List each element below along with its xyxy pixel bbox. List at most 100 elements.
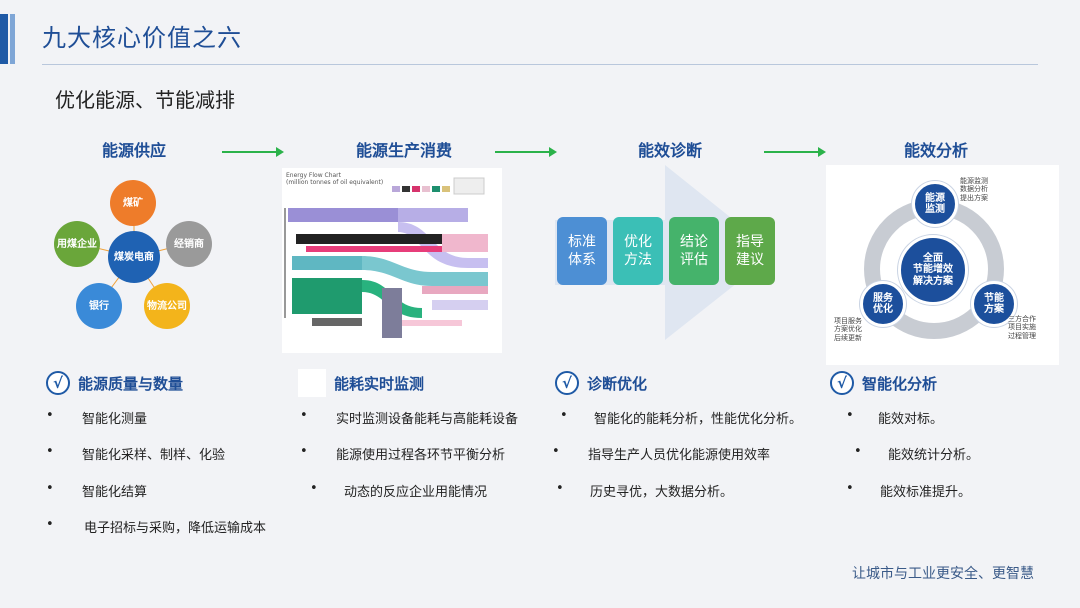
node-line: 节能 <box>984 292 1004 304</box>
node-line: 解决方案 <box>913 275 953 287</box>
energy-supply-diagram: 煤炭电商 煤矿 经销商 物流公司 银行 用煤企业 <box>50 175 220 335</box>
diagnosis-box-advice: 指导建议 <box>725 217 775 285</box>
bullet-icon: • <box>46 408 54 423</box>
supply-node-coal-enterprise: 用煤企业 <box>54 221 100 267</box>
feature-item: 能源使用过程各环节平衡分析 <box>336 448 506 463</box>
feature-title: 诊断优化 <box>587 374 648 393</box>
bullet-icon: • <box>560 408 568 423</box>
analysis-note-top: 能源监测 数据分析 提出方案 <box>960 177 988 202</box>
node-line: 服务 <box>873 292 893 304</box>
note-line: 能源监测 <box>960 177 988 185</box>
analysis-note-right: 三方合作 项目实施 过程管理 <box>1008 315 1036 340</box>
node-line: 全面 <box>923 252 943 264</box>
feature-item: 智能化结算 <box>82 485 148 500</box>
arrow-right-icon <box>495 147 557 157</box>
analysis-node-plan: 节能方案 <box>971 281 1017 327</box>
feature-item: 能效对标。 <box>878 412 944 427</box>
analysis-center-node: 全面节能增效解决方案 <box>898 235 968 305</box>
energy-flow-chart-image: Energy Flow Chart (million tonnes of oil… <box>282 168 502 353</box>
diagnosis-box-optimize: 优化方法 <box>613 217 663 285</box>
bullet-icon: • <box>300 408 308 423</box>
analysis-note-left: 项目服务 方案优化 后续更新 <box>834 317 862 342</box>
arrow-right-icon <box>764 147 826 157</box>
flow-chart-unit: (million tonnes of oil equivalent) <box>286 179 384 187</box>
box-line: 优化 <box>624 233 652 250</box>
big-arrow-graphic <box>555 165 775 340</box>
note-line: 项目实施 <box>1008 323 1036 332</box>
energy-diagnosis-diagram: 标准体系 优化方法 结论评估 指导建议 <box>555 165 775 340</box>
supply-node-bank: 银行 <box>76 283 122 329</box>
feature-item: 能效统计分析。 <box>888 448 980 463</box>
supply-node-coal-mine: 煤矿 <box>110 180 156 226</box>
feature-item: 智能化采样、制样、化验 <box>82 448 226 463</box>
box-line: 标准 <box>568 233 596 250</box>
note-line: 后续更新 <box>834 333 862 342</box>
node-line: 能源 <box>925 192 945 204</box>
bullet-icon: • <box>846 481 854 496</box>
note-line: 三方合作 <box>1008 315 1036 323</box>
node-line: 优化 <box>873 304 893 315</box>
feature-item: 智能化的能耗分析，性能优化分析。 <box>594 412 803 427</box>
supply-center-node: 煤炭电商 <box>108 231 160 283</box>
stage-heading-production: 能源生产消费 <box>355 141 452 160</box>
check-icon: √ <box>46 371 70 395</box>
box-line: 指导 <box>736 233 764 250</box>
feature-heading-quality: √ 能源质量与数量 <box>46 371 183 395</box>
box-line: 评估 <box>680 252 708 268</box>
check-icon: √ <box>555 371 579 395</box>
feature-item: 电子招标与采购，降低运输成本 <box>84 521 267 536</box>
title-divider <box>42 64 1038 65</box>
note-line: 提出方案 <box>960 193 988 202</box>
energy-analysis-diagram: 全面节能增效解决方案 能源监测 节能方案 服务优化 能源监测 数据分析 提出方案… <box>826 165 1059 365</box>
note-line: 数据分析 <box>960 185 988 194</box>
check-icon: √ <box>830 371 854 395</box>
supply-node-dealer: 经销商 <box>166 221 212 267</box>
stage-heading-supply: 能源供应 <box>101 141 166 160</box>
analysis-node-service: 服务优化 <box>860 281 906 327</box>
feature-title: 智能化分析 <box>862 374 938 393</box>
node-line: 监测 <box>925 204 945 215</box>
box-line: 结论 <box>680 233 708 250</box>
box-line: 方法 <box>624 252 652 268</box>
bullet-icon: • <box>46 444 54 459</box>
sankey-graphic <box>284 177 488 338</box>
feature-item: 指导生产人员优化能源使用效率 <box>588 448 771 463</box>
supply-node-logistics: 物流公司 <box>144 283 190 329</box>
flow-chart-caption: Energy Flow Chart (million tonnes of oil… <box>286 172 383 186</box>
feature-title: 能耗实时监测 <box>334 374 425 393</box>
note-line: 过程管理 <box>1008 331 1036 340</box>
bullet-icon: • <box>46 517 54 532</box>
page-subtitle: 优化能源、节能减排 <box>55 88 235 112</box>
bullet-icon: • <box>556 481 564 496</box>
box-line: 体系 <box>568 252 596 268</box>
feature-item: 动态的反应企业用能情况 <box>344 485 488 500</box>
stage-heading-analysis: 能效分析 <box>903 141 968 160</box>
arrow-right-icon <box>222 147 284 157</box>
diagnosis-box-standard: 标准体系 <box>557 217 607 285</box>
bullet-icon: • <box>46 481 54 496</box>
stage-heading-diagnosis: 能效诊断 <box>637 141 702 160</box>
feature-heading-analysis: √ 智能化分析 <box>830 371 937 395</box>
bullet-icon: • <box>552 444 560 459</box>
note-line: 项目服务 <box>834 317 862 325</box>
node-line: 节能增效 <box>913 264 953 276</box>
title-accent-bar <box>0 14 18 64</box>
feature-item: 智能化测量 <box>82 412 148 427</box>
feature-item: 历史寻优，大数据分析。 <box>590 485 734 500</box>
node-line: 方案 <box>984 304 1004 315</box>
feature-heading-monitoring: 能耗实时监测 <box>298 369 424 397</box>
bullet-icon: • <box>854 444 862 459</box>
feature-item: 能效标准提升。 <box>880 485 972 500</box>
diagnosis-box-evaluate: 结论评估 <box>669 217 719 285</box>
analysis-node-monitor: 能源监测 <box>912 181 958 227</box>
note-line: 方案优化 <box>834 325 862 334</box>
bullet-icon: • <box>300 444 308 459</box>
blank-square-icon <box>298 369 326 397</box>
feature-title: 能源质量与数量 <box>78 374 184 393</box>
bullet-icon: • <box>846 408 854 423</box>
footer-slogan: 让城市与工业更安全、更智慧 <box>852 566 1034 582</box>
box-line: 建议 <box>736 252 764 268</box>
page-title: 九大核心价值之六 <box>42 24 242 52</box>
feature-heading-diagnosis: √ 诊断优化 <box>555 371 647 395</box>
feature-item: 实时监测设备能耗与高能耗设备 <box>336 412 519 427</box>
